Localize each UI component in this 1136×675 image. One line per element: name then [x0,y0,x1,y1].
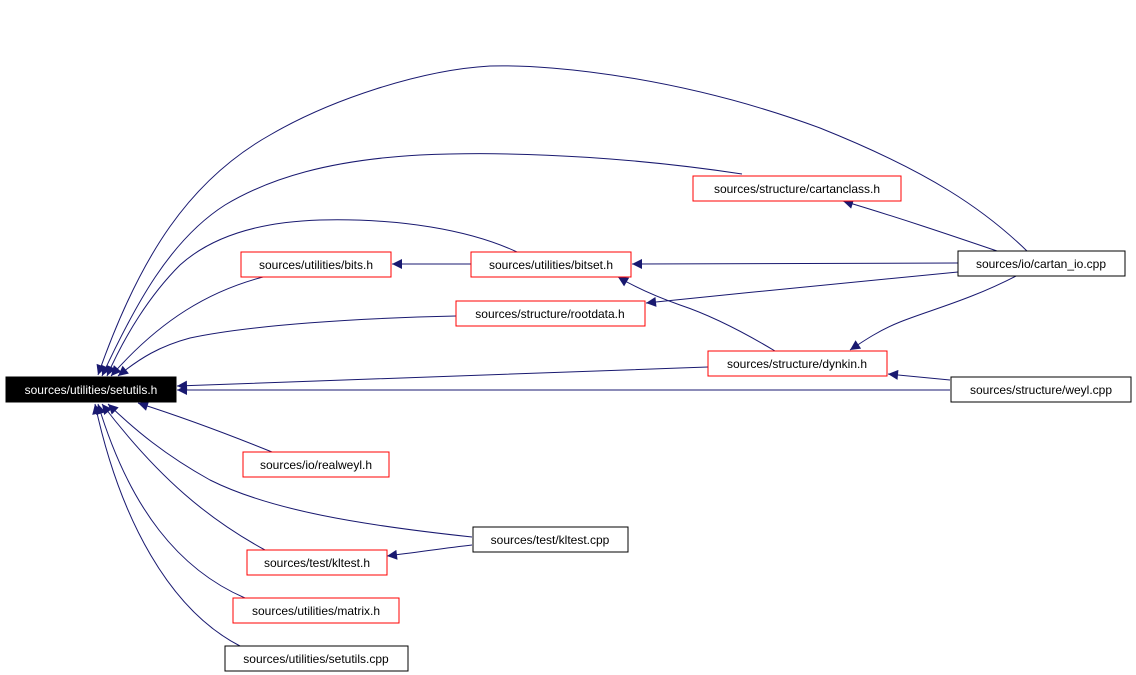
node-label: sources/structure/rootdata.h [475,307,624,321]
node-label: sources/structure/dynkin.h [727,357,867,371]
node-label: sources/utilities/bits.h [259,258,373,272]
edge-bits-to-setutils [110,275,268,377]
node-label: sources/structure/weyl.cpp [970,383,1112,397]
edge-kltest-h-to-setutils [101,403,266,551]
node-label: sources/io/realweyl.h [260,458,372,472]
node-kltest-cpp[interactable]: sources/test/kltest.cpp [472,526,629,553]
node-realweyl-h[interactable]: sources/io/realweyl.h [242,451,390,478]
node-label: sources/utilities/setutils.cpp [243,652,389,666]
node-weyl-cpp[interactable]: sources/structure/weyl.cpp [950,376,1132,403]
node-setutils-cpp[interactable]: sources/utilities/setutils.cpp [224,645,409,672]
edge-realweyl-to-setutils [137,401,273,453]
node-label: sources/utilities/bitset.h [489,258,613,272]
node-label: sources/io/cartan_io.cpp [976,257,1106,271]
node-label: sources/utilities/setutils.h [25,383,158,397]
edge-cartanclass-to-setutils [101,153,743,377]
node-cartan-io-cpp[interactable]: sources/io/cartan_io.cpp [957,250,1126,277]
node-cartanclass-h[interactable]: sources/structure/cartanclass.h [692,175,902,202]
node-label: sources/test/kltest.cpp [491,533,610,547]
edge-dynkin-to-setutils [176,366,709,391]
node-matrix-h[interactable]: sources/utilities/matrix.h [232,597,400,624]
edge-dynkin-to-bitset [617,276,776,352]
node-bitset-h[interactable]: sources/utilities/bitset.h [470,251,632,278]
node-bits-h[interactable]: sources/utilities/bits.h [240,251,392,278]
edge-cartan-io-to-dynkin [849,274,1019,351]
edge-setutils-cpp-to-setutils [92,403,241,647]
node-kltest-h[interactable]: sources/test/kltest.h [246,549,388,576]
node-setutils-h[interactable]: sources/utilities/setutils.h [5,376,177,403]
node-dynkin-h[interactable]: sources/structure/dynkin.h [707,350,888,377]
edge-cartan-io-to-bitset [631,258,959,269]
edge-cartan-io-to-rootdata [645,271,959,307]
node-rootdata-h[interactable]: sources/structure/rootdata.h [455,300,646,327]
edge-bitset-to-setutils [106,219,518,377]
edge-kltest-cpp-to-setutils [107,403,473,538]
edge-rootdata-to-setutils [117,315,457,377]
edge-cartan-io-to-setutils [96,65,1029,376]
node-label: sources/test/kltest.h [264,556,370,570]
node-label: sources/utilities/matrix.h [252,604,380,618]
edge-cartan-io-to-cartanclass [842,199,1001,253]
edge-weyl-to-dynkin [887,369,951,381]
node-label: sources/structure/cartanclass.h [714,182,880,196]
edge-kltest-cpp-to-kltest-h [386,544,473,560]
edge-matrix-to-setutils [96,403,246,599]
